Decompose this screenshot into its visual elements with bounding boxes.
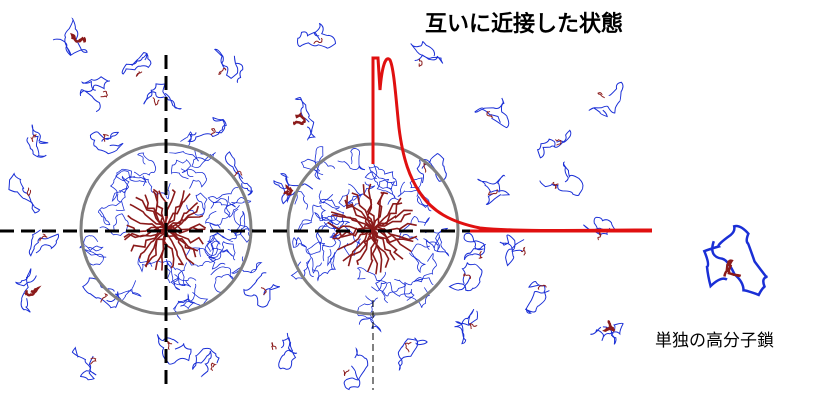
diagram-title: 互いに近接した状態 [425,12,624,37]
single-chain-icon [702,224,768,297]
density-profile-curve [371,56,653,232]
single-chain-label: 単独の高分子鎖 [655,331,774,351]
background-chain-coils [8,17,624,391]
right-polymer-brush [327,183,418,275]
